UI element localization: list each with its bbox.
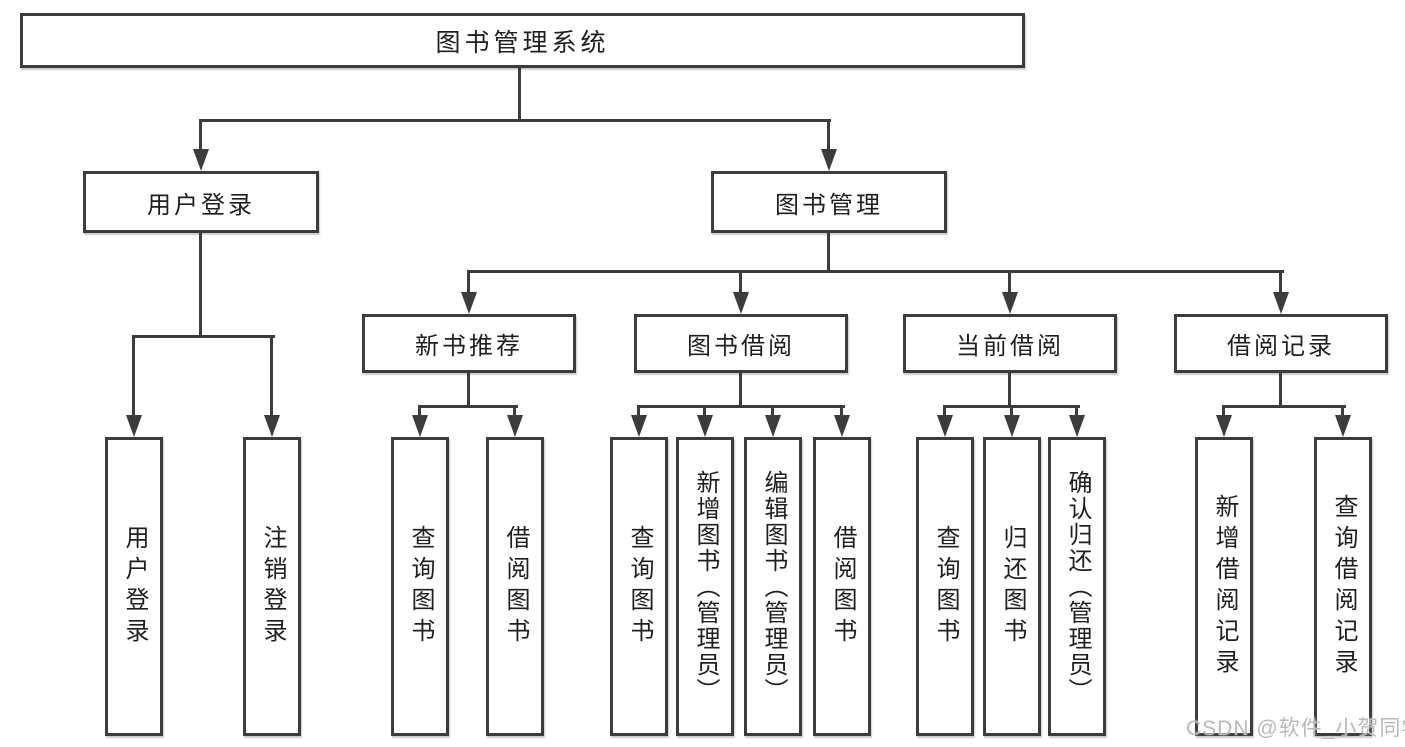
leaf-return-book-label: 归还图书 bbox=[999, 524, 1026, 649]
node-book-borrow-label: 图书借阅 bbox=[687, 333, 795, 360]
connector-line bbox=[418, 405, 421, 417]
connector-line bbox=[637, 405, 640, 417]
leaf-logout: 注销登录 bbox=[243, 437, 301, 736]
connector-line bbox=[771, 405, 774, 417]
arrow-down-icon bbox=[126, 415, 142, 437]
connector-line bbox=[199, 233, 202, 337]
leaf-current-query-book: 查询图书 bbox=[916, 437, 974, 736]
connector-line bbox=[467, 270, 470, 294]
leaf-user-login-label: 用户登录 bbox=[121, 524, 148, 649]
connector-line bbox=[467, 373, 470, 407]
connector-line bbox=[703, 405, 706, 417]
arrow-down-icon bbox=[1004, 415, 1020, 437]
connector-line bbox=[827, 233, 830, 272]
leaf-add-book-admin: 新增图书（管理员） bbox=[676, 437, 734, 736]
node-root-label: 图书管理系统 bbox=[435, 28, 610, 57]
leaf-recommend-borrow-book-label: 借阅图书 bbox=[502, 524, 529, 649]
arrow-down-icon bbox=[1335, 415, 1351, 437]
leaf-return-book: 归还图书 bbox=[983, 437, 1041, 736]
connector-line bbox=[840, 405, 843, 417]
arrow-down-icon bbox=[507, 415, 523, 437]
leaf-recommend-borrow-book: 借阅图书 bbox=[486, 437, 544, 736]
leaf-logout-label: 注销登录 bbox=[259, 524, 286, 649]
arrow-down-icon bbox=[1002, 292, 1018, 314]
leaf-recommend-query-book-label: 查询图书 bbox=[407, 524, 434, 649]
arrow-down-icon bbox=[1069, 415, 1085, 437]
connector-line bbox=[132, 335, 275, 338]
arrow-down-icon bbox=[264, 415, 280, 437]
connector-line bbox=[199, 119, 202, 151]
leaf-borrow-query-book: 查询图书 bbox=[610, 437, 668, 736]
node-user-login: 用户登录 bbox=[83, 171, 319, 233]
leaf-confirm-return-admin: 确认归还（管理员） bbox=[1048, 437, 1106, 736]
arrow-down-icon bbox=[1273, 292, 1289, 314]
connector-line bbox=[513, 405, 516, 417]
arrow-down-icon bbox=[697, 415, 713, 437]
node-new-book-recommend-label: 新书推荐 bbox=[415, 333, 523, 360]
leaf-current-query-book-label: 查询图书 bbox=[932, 524, 959, 649]
arrow-down-icon bbox=[834, 415, 850, 437]
node-borrow-records: 借阅记录 bbox=[1174, 314, 1388, 373]
connector-line bbox=[1279, 373, 1282, 407]
connector-line bbox=[270, 335, 273, 417]
connector-line bbox=[199, 119, 831, 122]
leaf-borrow-query-book-label: 查询图书 bbox=[626, 524, 653, 649]
leaf-query-borrow-record-label: 查询借阅记录 bbox=[1330, 493, 1357, 680]
node-book-borrow: 图书借阅 bbox=[634, 314, 848, 373]
connector-line bbox=[1008, 270, 1011, 294]
connector-line bbox=[827, 119, 830, 151]
node-book-management-label: 图书管理 bbox=[775, 191, 883, 219]
leaf-add-borrow-record: 新增借阅记录 bbox=[1195, 437, 1253, 736]
leaf-borrow-borrow-book-label: 借阅图书 bbox=[829, 524, 856, 649]
connector-line bbox=[518, 68, 521, 122]
connector-line bbox=[1341, 405, 1344, 417]
connector-line bbox=[1010, 405, 1013, 417]
leaf-edit-book-admin: 编辑图书（管理员） bbox=[744, 437, 802, 736]
connector-line bbox=[418, 405, 518, 408]
arrow-down-icon bbox=[937, 415, 953, 437]
arrow-down-icon bbox=[1216, 415, 1232, 437]
csdn-watermark: CSDN @软件_小贺同学 bbox=[1186, 717, 1405, 740]
arrow-down-icon bbox=[733, 292, 749, 314]
arrow-down-icon bbox=[631, 415, 647, 437]
connector-line bbox=[637, 405, 845, 408]
leaf-recommend-query-book: 查询图书 bbox=[391, 437, 449, 736]
connector-line bbox=[1222, 405, 1225, 417]
leaf-edit-book-admin-label: 编辑图书（管理员） bbox=[760, 469, 787, 704]
connector-line bbox=[1008, 373, 1011, 407]
leaf-confirm-return-admin-label: 确认归还（管理员） bbox=[1064, 469, 1091, 704]
connector-line bbox=[1279, 270, 1282, 294]
connector-line bbox=[943, 405, 946, 417]
connector-line bbox=[467, 270, 1284, 273]
node-current-borrow-label: 当前借阅 bbox=[956, 333, 1064, 360]
arrow-down-icon bbox=[821, 149, 837, 171]
arrow-down-icon bbox=[461, 292, 477, 314]
leaf-borrow-borrow-book: 借阅图书 bbox=[813, 437, 871, 736]
arrow-down-icon bbox=[412, 415, 428, 437]
arrow-down-icon bbox=[765, 415, 781, 437]
leaf-user-login: 用户登录 bbox=[105, 437, 163, 736]
connector-line bbox=[132, 335, 135, 417]
node-new-book-recommend: 新书推荐 bbox=[362, 314, 576, 373]
node-book-management: 图书管理 bbox=[711, 171, 947, 233]
connector-line bbox=[739, 270, 742, 294]
node-root: 图书管理系统 bbox=[20, 13, 1025, 68]
connector-line bbox=[1222, 405, 1346, 408]
node-user-login-label: 用户登录 bbox=[147, 191, 255, 219]
connector-line bbox=[1075, 405, 1078, 417]
connector-line bbox=[739, 373, 742, 407]
node-current-borrow: 当前借阅 bbox=[903, 314, 1117, 373]
leaf-query-borrow-record: 查询借阅记录 bbox=[1314, 437, 1372, 736]
leaf-add-borrow-record-label: 新增借阅记录 bbox=[1211, 493, 1238, 680]
arrow-down-icon bbox=[193, 149, 209, 171]
leaf-add-book-admin-label: 新增图书（管理员） bbox=[692, 469, 719, 704]
node-borrow-records-label: 借阅记录 bbox=[1227, 333, 1335, 360]
